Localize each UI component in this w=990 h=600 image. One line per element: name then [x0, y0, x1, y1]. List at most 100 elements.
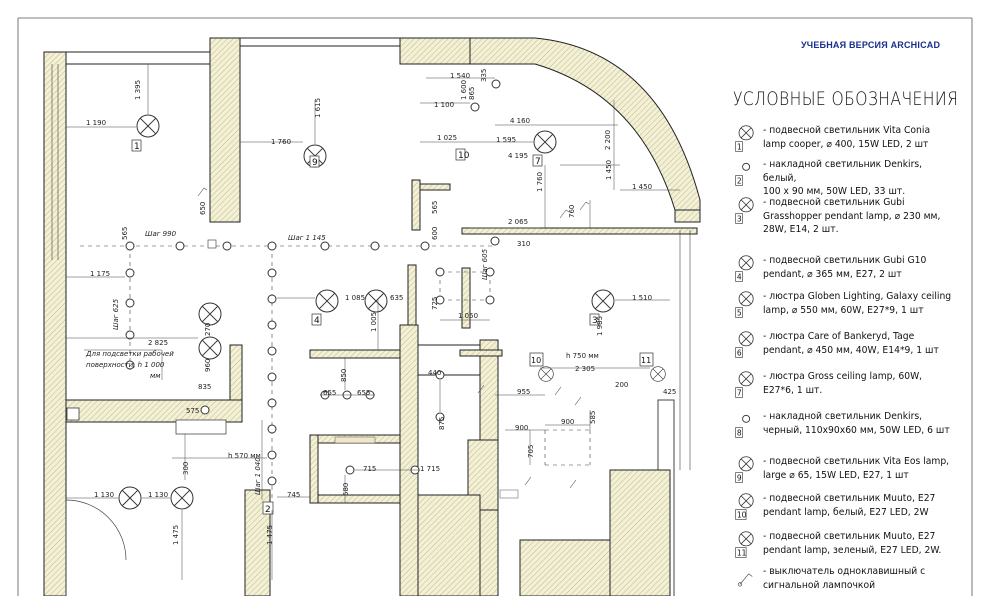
dim-label: 1 175 — [90, 270, 110, 278]
note-line: Для подсветки рабочей — [85, 350, 174, 358]
tag-label: 1 — [134, 142, 140, 152]
wall-top-left — [65, 51, 235, 65]
wall-top-middle — [239, 37, 401, 47]
spot-light — [267, 241, 277, 251]
legend-line: - подвесной светильник Muuto, E27 — [763, 493, 936, 504]
dim-label: 900 — [515, 424, 528, 432]
pendant-lamp-symbol: 4 — [735, 255, 754, 282]
wall-right-bottom — [609, 469, 671, 597]
chandelier-symbol: 7 — [735, 371, 754, 398]
legend-line: lamp, ⌀ 550 мм, 60W, E27*9, 1 шт — [763, 304, 924, 316]
dim-label: 1 985 — [596, 316, 604, 336]
legend-line: - выключатель одноклавишный с — [763, 566, 926, 577]
pendant-lamp-symbol: 11 — [735, 531, 754, 558]
spot-light — [125, 241, 135, 251]
dim-label: 865 — [468, 87, 476, 100]
wall-right-top — [674, 209, 701, 223]
switch-symbol — [737, 573, 753, 587]
legend-line: - подвесной светильник Gubi — [763, 197, 905, 208]
spot-light — [267, 476, 277, 486]
dim-label: 1 715 — [420, 465, 440, 473]
dim-label: 335 — [480, 69, 488, 82]
dim-label: 1 085 — [345, 294, 365, 302]
legend-line: - подвесной светильник Gubi G10 — [763, 255, 927, 266]
dim-label: 745 — [287, 491, 300, 499]
pendant-lamp-symbol: 1 — [735, 125, 754, 152]
dim-label: Шаг 605 — [481, 248, 489, 280]
dim-label: 850 — [340, 369, 348, 382]
spot-light — [267, 372, 277, 382]
dim-label: 1 050 — [458, 312, 478, 320]
fixture-tags: 1 9 10 7 4 3 2 10 11 — [131, 139, 654, 515]
dim-label: 580 — [342, 483, 350, 496]
spot-light — [267, 268, 277, 278]
legend-text: - накладной светильник Denkirs,черный, 1… — [763, 410, 956, 437]
legend-text: - накладной светильник Denkirs, белый,10… — [763, 158, 956, 199]
wall-horizontal-left — [65, 399, 243, 423]
wall-left-outer — [43, 51, 67, 597]
dim-label: 1 600 — [460, 80, 468, 100]
wall-small-4 — [459, 349, 503, 357]
pendant-light — [136, 114, 160, 138]
svg-text:5: 5 — [737, 309, 742, 318]
note-line: мм — [150, 372, 161, 380]
legend-title: УСЛОВНЫЕ ОБОЗНАЧЕНИЯ — [733, 88, 959, 110]
door-swing — [65, 499, 127, 561]
dim-label: 4 160 — [510, 117, 530, 125]
dim-label: 1 510 — [632, 294, 652, 302]
spot-light — [490, 236, 500, 246]
legend-line: pendant, ⌀ 365 мм, E27, 2 шт — [763, 268, 902, 280]
dim-label: 1 395 — [134, 80, 142, 100]
pendant-light — [170, 486, 194, 510]
dim-label: 955 — [517, 388, 530, 396]
wall-column-1 — [209, 37, 241, 223]
legend-text: - люстра Gross ceiling lamp, 60W,E27*6, … — [763, 370, 956, 397]
dim-label: 650 — [199, 202, 207, 215]
spot-light — [485, 295, 495, 305]
wall-small-5 — [419, 183, 451, 191]
dim-label: 575 — [186, 407, 199, 415]
dim-label: 2 200 — [604, 130, 612, 150]
wall-curved — [469, 37, 701, 211]
dim-label: 900 — [561, 418, 574, 426]
wall-small-2 — [461, 267, 471, 329]
watermark: УЧЕБНАЯ ВЕРСИЯ ARCHICAD — [801, 40, 941, 50]
wall-bottom-right — [519, 539, 611, 597]
pendant-lamp-symbol: 10 — [735, 493, 754, 520]
svg-text:4: 4 — [737, 273, 742, 282]
tag-label: 11 — [641, 356, 651, 365]
legend-line: - люстра Care of Bankeryd, Tage — [763, 331, 915, 342]
walls — [43, 37, 701, 600]
dim-label: 1 475 — [266, 525, 274, 545]
legend-text: - подвесной светильник Vita Eos lamp,lar… — [763, 455, 956, 482]
legend-line: 100 x 90 мм, 50W LED, 33 шт. — [763, 186, 906, 197]
dim-label: 1 540 — [450, 72, 470, 80]
dim-label: Шаг 625 — [112, 298, 120, 330]
dim-label: 1 100 — [434, 101, 454, 109]
legend-line: - подвесной светильник Vita Eos lamp, — [763, 456, 950, 467]
dim-label: 655 — [357, 389, 370, 397]
dim-label: 1 450 — [632, 183, 652, 191]
pendant-lights — [118, 114, 666, 510]
legend-line: pendant lamp, белый, E27 LED, 2W — [763, 506, 929, 518]
dim-label: 725 — [431, 297, 439, 310]
dim-label: 715 — [363, 465, 376, 473]
dim-label: h 570 мм — [228, 452, 261, 460]
dim-label: 655 — [323, 389, 336, 397]
dim-label: 565 — [121, 227, 129, 240]
counter — [334, 436, 376, 444]
column-square — [66, 407, 80, 421]
legend-line: lamp cooper, ⌀ 400, 15W LED, 2 шт — [763, 138, 929, 150]
wall-bottom-mid — [244, 489, 271, 597]
wall-corridor — [461, 227, 698, 235]
dim-label: 635 — [390, 294, 403, 302]
wall-core-bottom — [417, 494, 481, 597]
dim-label: 875 — [438, 417, 446, 430]
dim-label: 1 475 — [172, 525, 180, 545]
pendant-lamp-symbol: 3 — [735, 197, 754, 224]
legend-text: - подвесной светильник Muuto, E27 pendant… — [763, 492, 956, 519]
note-annotation: Для подсветки рабочей поверхности, h 1 0… — [84, 349, 174, 380]
